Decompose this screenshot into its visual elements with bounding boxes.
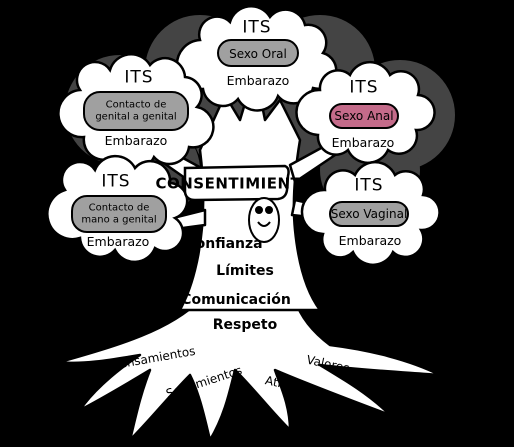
cloud-2-practice-label: Sexo Anal <box>334 109 394 123</box>
cloud-2-risk-label: Embarazo <box>331 134 395 150</box>
trunk-label-limites: Límites <box>216 263 274 279</box>
practice-pills <box>71 39 409 233</box>
cloud-1-practice-label: Contacto de genital a genital <box>95 99 177 123</box>
trunk-label-comunicacion: Comunicación <box>181 292 291 308</box>
cloud-0-practice-label: Sexo Oral <box>229 47 287 61</box>
consent-banner <box>183 164 290 202</box>
cloud-3-its-label: ITS <box>101 171 131 192</box>
trunk-label-confianza: Confianza <box>185 236 263 252</box>
trunk-label-respeto: Respeto <box>212 317 278 333</box>
tree-roots <box>58 298 442 442</box>
cloud-4-practice-label: Sexo Vaginal <box>330 207 408 221</box>
tree-face <box>248 197 280 243</box>
cloud-4-its-label: ITS <box>354 175 384 196</box>
cloud-3-risk-label: Embarazo <box>86 233 150 249</box>
cloud-3-practice-label: Contacto de mano a genital <box>81 202 157 226</box>
cloud-0-risk-label: Embarazo <box>226 72 290 88</box>
cloud-0-its-label: ITS <box>242 17 272 38</box>
cloud-1-its-label: ITS <box>124 67 154 88</box>
consent-label: CONSENTIMIENTO <box>155 174 315 193</box>
cloud-4-risk-label: Embarazo <box>338 232 402 248</box>
cloud-2-its-label: ITS <box>349 77 379 98</box>
cloud-1-risk-label: Embarazo <box>104 132 168 148</box>
